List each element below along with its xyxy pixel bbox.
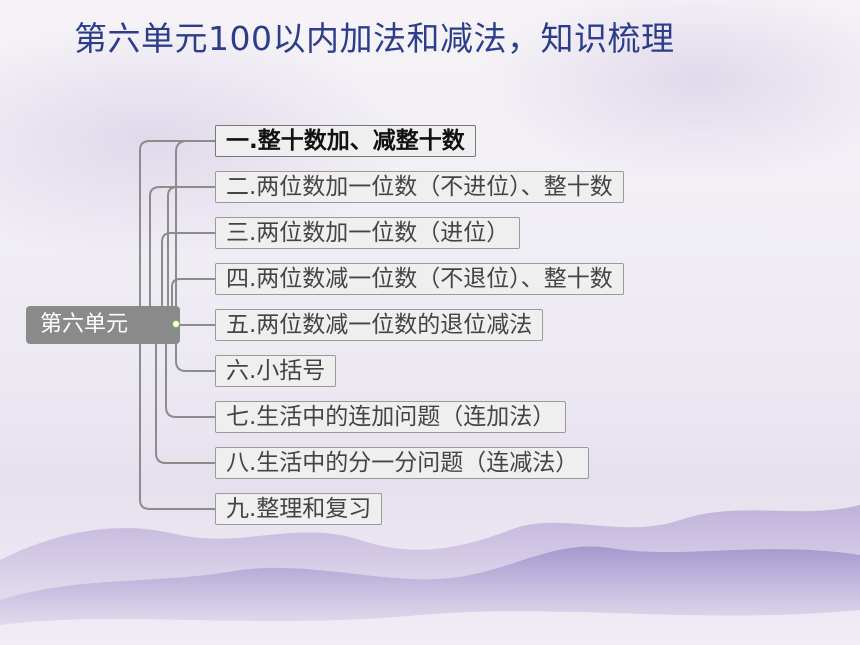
mindmap-node-2: 二.两位数加一位数（不进位）、整十数: [215, 171, 624, 203]
mindmap-node-6: 六.小括号: [215, 355, 337, 387]
slide-title: 第六单元100以内加法和减法，知识梳理: [74, 19, 675, 58]
mindmap-node-1: 一.整十数加、减整十数: [215, 125, 476, 157]
mindmap-node-8: 八.生活中的分一分问题（连减法）: [215, 447, 590, 479]
mindmap-node-7: 七.生活中的连加问题（连加法）: [215, 401, 567, 433]
mindmap-root: 第六单元: [26, 306, 180, 344]
mindmap-node-3: 三.两位数加一位数（进位）: [215, 217, 521, 249]
mindmap-node-4: 四.两位数减一位数（不退位）、整十数: [215, 263, 624, 295]
collapse-toggle-icon[interactable]: [172, 320, 180, 328]
mindmap-node-5: 五.两位数减一位数的退位减法: [215, 309, 544, 341]
mindmap-node-9: 九.整理和复习: [215, 493, 383, 525]
